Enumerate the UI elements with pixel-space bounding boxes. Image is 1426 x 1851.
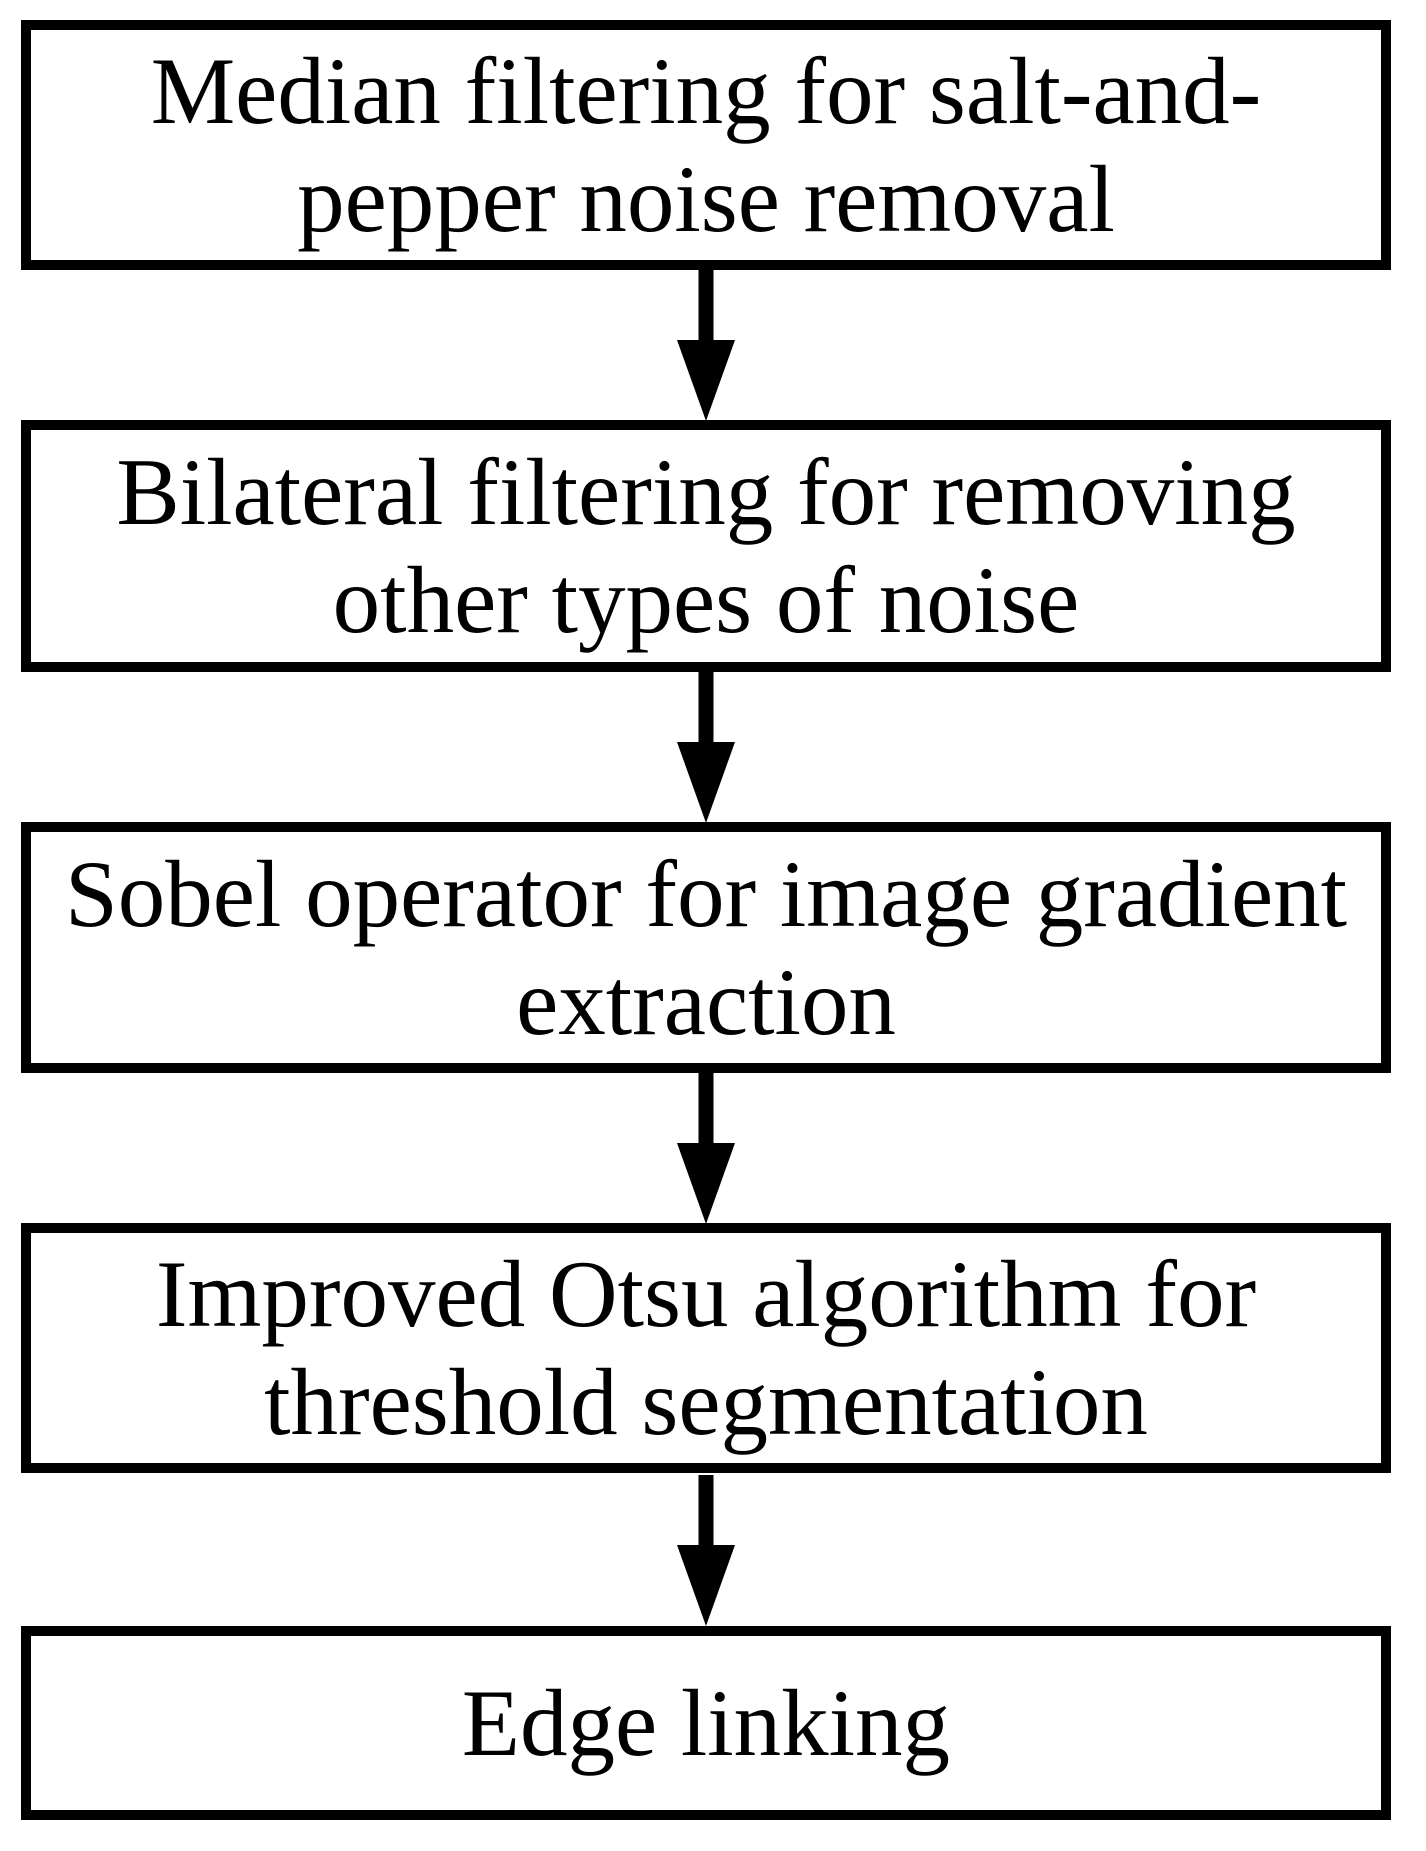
flow-node-median-filtering: Median filtering for salt-and- pepper no… xyxy=(21,20,1391,270)
flow-node-label-line: Bilateral filtering for removing xyxy=(116,439,1296,545)
flow-node-label-line: Median filtering for salt-and- xyxy=(150,38,1262,144)
flow-node-label-line: pepper noise removal xyxy=(297,146,1115,252)
flow-node-label-line: extraction xyxy=(516,948,896,1055)
flow-node-label-line: Edge linking xyxy=(461,1670,951,1776)
flow-node-label-line: Improved Otsu algorithm for xyxy=(155,1241,1257,1347)
flow-node-label-line: other types of noise xyxy=(332,547,1080,653)
flow-node-bilateral-filtering: Bilateral filtering for removing other t… xyxy=(21,420,1391,672)
down-arrow-icon xyxy=(677,672,735,823)
flow-node-improved-otsu: Improved Otsu algorithm for threshold se… xyxy=(21,1223,1391,1473)
flow-node-label-line: Sobel operator for image gradient xyxy=(64,840,1348,947)
down-arrow-icon xyxy=(677,1475,735,1626)
down-arrow-icon xyxy=(677,270,735,421)
flow-node-label-line: threshold segmentation xyxy=(264,1349,1148,1455)
down-arrow-icon xyxy=(677,1073,735,1224)
flow-node-sobel-operator: Sobel operator for image gradient extrac… xyxy=(21,822,1391,1073)
flow-node-edge-linking: Edge linking xyxy=(21,1626,1391,1820)
